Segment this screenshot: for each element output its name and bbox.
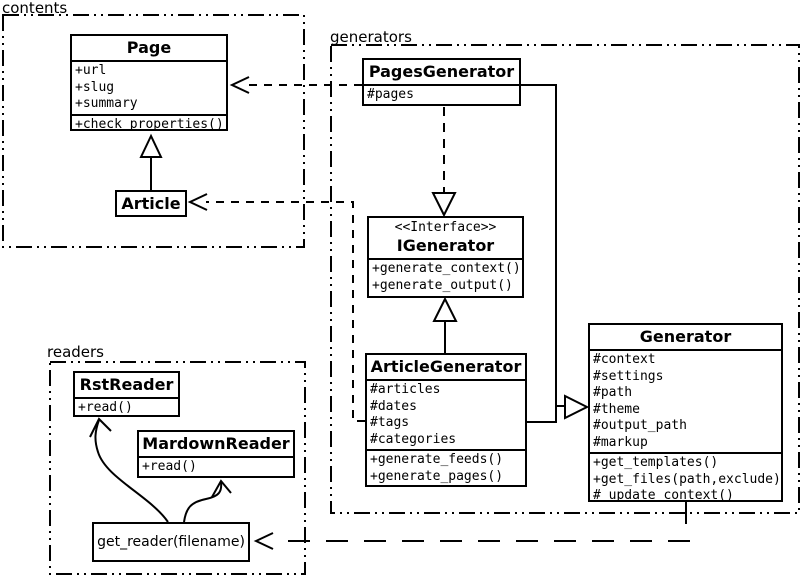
class-igenerator-methods: +generate_context() +generate_output(): [369, 258, 522, 295]
function-box-get-reader: get_reader(filename): [92, 522, 250, 562]
class-page-attributes: +url +slug +summary: [72, 60, 226, 114]
class-page-title: Page: [126, 38, 172, 57]
attribute: #articles: [370, 382, 441, 397]
attribute: #markup: [593, 434, 648, 450]
method: +check_properties(): [75, 116, 224, 131]
get-reader-label: get_reader(filename): [97, 534, 245, 550]
package-generators-border: [330, 44, 800, 514]
class-rstreader: RstReader +read(): [73, 371, 180, 417]
open-arrowhead-icon: [89, 417, 112, 438]
class-generator-title: Generator: [639, 327, 732, 346]
package-label-readers: readers: [47, 343, 104, 361]
attribute: #dates: [370, 398, 417, 414]
class-generator: Generator #context #settings #path #them…: [588, 323, 783, 502]
class-generator-attributes: #context #settings #path #theme #output_…: [590, 349, 781, 452]
class-articlegenerator-title: ArticleGenerator: [370, 357, 522, 376]
method: #_update_context(): [593, 488, 734, 502]
class-page-methods: +check_properties(): [72, 113, 226, 131]
attribute: +slug: [75, 79, 115, 95]
class-igenerator: <<Interface>> IGenerator +generate_conte…: [367, 216, 524, 298]
class-page: Page +url +slug +summary +check_properti…: [70, 34, 228, 131]
inheritance-generators-to-generator: [521, 84, 590, 423]
dependency-pagesgenerator-to-page: [229, 76, 362, 94]
realization-pagesgenerator-to-igenerator: [431, 107, 457, 218]
attribute: #tags: [370, 415, 410, 430]
class-rstreader-title: RstReader: [79, 375, 174, 394]
class-generator-methods: +get_templates() +get_files(path,exclude…: [590, 452, 781, 502]
class-pagesgenerator: PagesGenerator #pages: [362, 58, 521, 106]
method: +generate_output(): [372, 277, 513, 293]
dependency-generator-to-getreader: [253, 502, 690, 550]
open-arrowhead-icon: [211, 479, 232, 498]
package-label-contents: contents: [2, 0, 68, 17]
open-arrowhead-icon: [229, 76, 250, 94]
package-readers-border: [49, 361, 306, 575]
method: +get_files(path,exclude): [593, 471, 781, 487]
open-arrowhead-icon: [253, 532, 274, 550]
class-article: Article: [115, 190, 187, 217]
class-igenerator-title: IGenerator: [396, 236, 495, 255]
class-mardownreader-methods: +read(): [139, 456, 293, 476]
open-arrowhead-icon: [187, 193, 208, 211]
class-article-title: Article: [121, 194, 181, 213]
package-label-generators: generators: [330, 28, 412, 46]
package-contents-border: [2, 14, 305, 248]
attribute: #settings: [593, 368, 664, 384]
class-articlegenerator: ArticleGenerator #articles #dates #tags …: [365, 353, 527, 487]
class-rstreader-methods: +read(): [75, 397, 178, 415]
realization-articlegenerator-to-igenerator: [432, 296, 458, 353]
class-articlegenerator-attributes: #articles #dates #tags #categories: [367, 379, 525, 449]
method: +get_templates(): [593, 455, 719, 470]
arrow-getreader-to-rstreader: [89, 417, 169, 523]
dependency-articlegenerator-to-article: [187, 193, 365, 422]
attribute: #pages: [367, 87, 414, 102]
class-igenerator-stereotype: <<Interface>>: [394, 220, 497, 235]
method: +read(): [78, 400, 133, 415]
method: +generate_context(): [372, 261, 521, 276]
arrow-getreader-to-mardownreader: [183, 479, 232, 523]
attribute: #output_path: [593, 418, 687, 433]
class-articlegenerator-methods: +generate_feeds() +generate_pages(): [367, 449, 525, 485]
attribute: +url: [75, 63, 107, 78]
method: +generate_feeds(): [370, 452, 504, 467]
attribute: +summary: [75, 96, 138, 111]
method: +read(): [142, 459, 197, 474]
class-mardownreader-title: MardownReader: [142, 434, 290, 453]
generalization-article-to-page: [139, 133, 163, 190]
class-pagesgenerator-attributes: #pages: [364, 84, 519, 104]
method: +generate_pages(): [370, 468, 504, 484]
attribute: #path: [593, 385, 633, 400]
attribute: #categories: [370, 431, 457, 447]
attribute: #context: [593, 352, 656, 367]
attribute: #theme: [593, 401, 640, 417]
class-mardownreader: MardownReader +read(): [137, 430, 295, 478]
class-pagesgenerator-title: PagesGenerator: [368, 62, 515, 81]
